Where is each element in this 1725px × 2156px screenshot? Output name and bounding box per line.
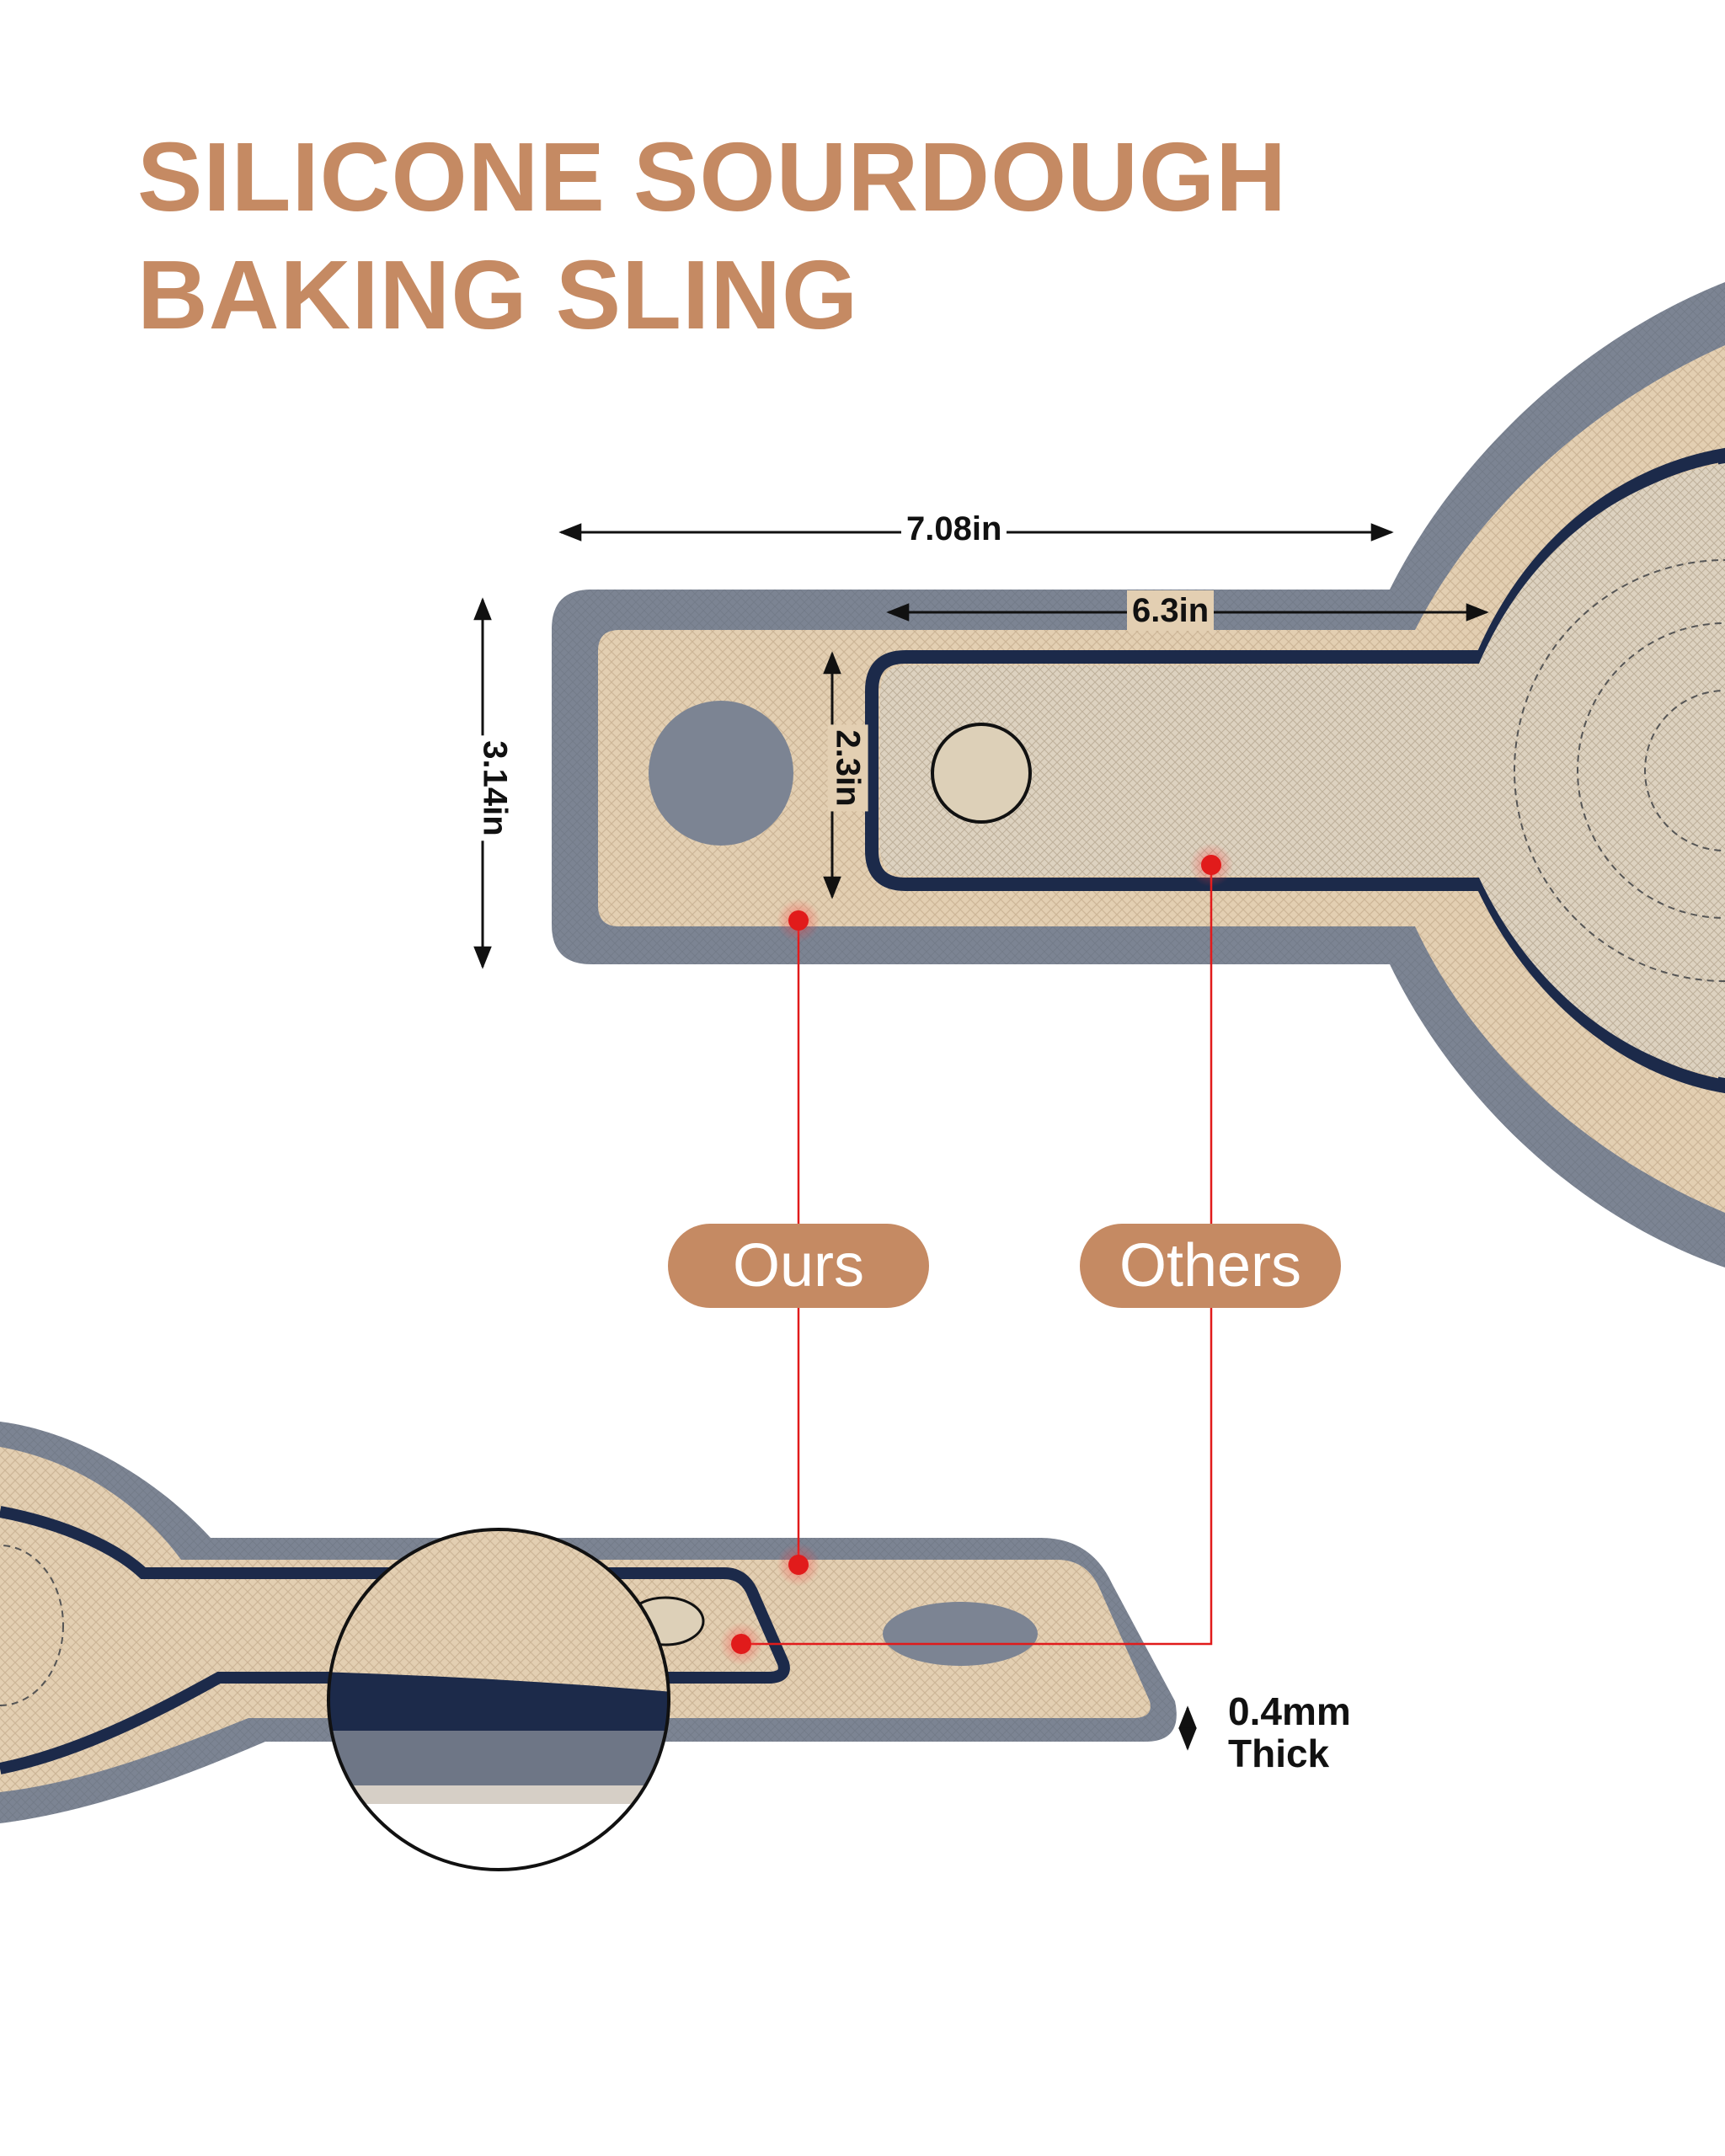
ours-badge: Ours xyxy=(668,1224,929,1308)
thickness-label: Thick xyxy=(1228,1732,1330,1775)
top-sling-inner-mesh xyxy=(880,463,1725,1078)
top-sling xyxy=(552,282,1725,1267)
overall-width-label: 3.14in xyxy=(474,735,515,841)
title-line-1: SILICONE SOURDOUGH xyxy=(137,122,1287,232)
handle-width-label: 2.3in xyxy=(827,724,868,812)
marker-ours-top xyxy=(777,899,820,942)
others-badge: Others xyxy=(1080,1224,1341,1308)
product-title: SILICONE SOURDOUGH BAKING SLING xyxy=(137,118,1287,354)
handle-length-label: 6.3in xyxy=(1127,590,1215,631)
thickness-callout: 0.4mm Thick xyxy=(1228,1690,1351,1774)
title-line-2: BAKING SLING xyxy=(137,240,859,350)
overall-length-label: 7.08in xyxy=(901,509,1007,549)
bottom-sling-inner-outline xyxy=(0,1506,790,1774)
marker-ours-bottom xyxy=(777,1543,820,1587)
top-sling-inner-outline xyxy=(865,447,1725,1094)
comparison-connectors xyxy=(741,865,1213,1646)
thickness-value: 0.4mm xyxy=(1228,1689,1351,1733)
marker-others-top xyxy=(1189,843,1233,887)
bottom-sling-hole xyxy=(883,1602,1038,1666)
marker-others-bottom xyxy=(719,1622,763,1666)
top-sling-hole xyxy=(649,701,793,846)
top-sling-inner-hole xyxy=(931,723,1032,824)
